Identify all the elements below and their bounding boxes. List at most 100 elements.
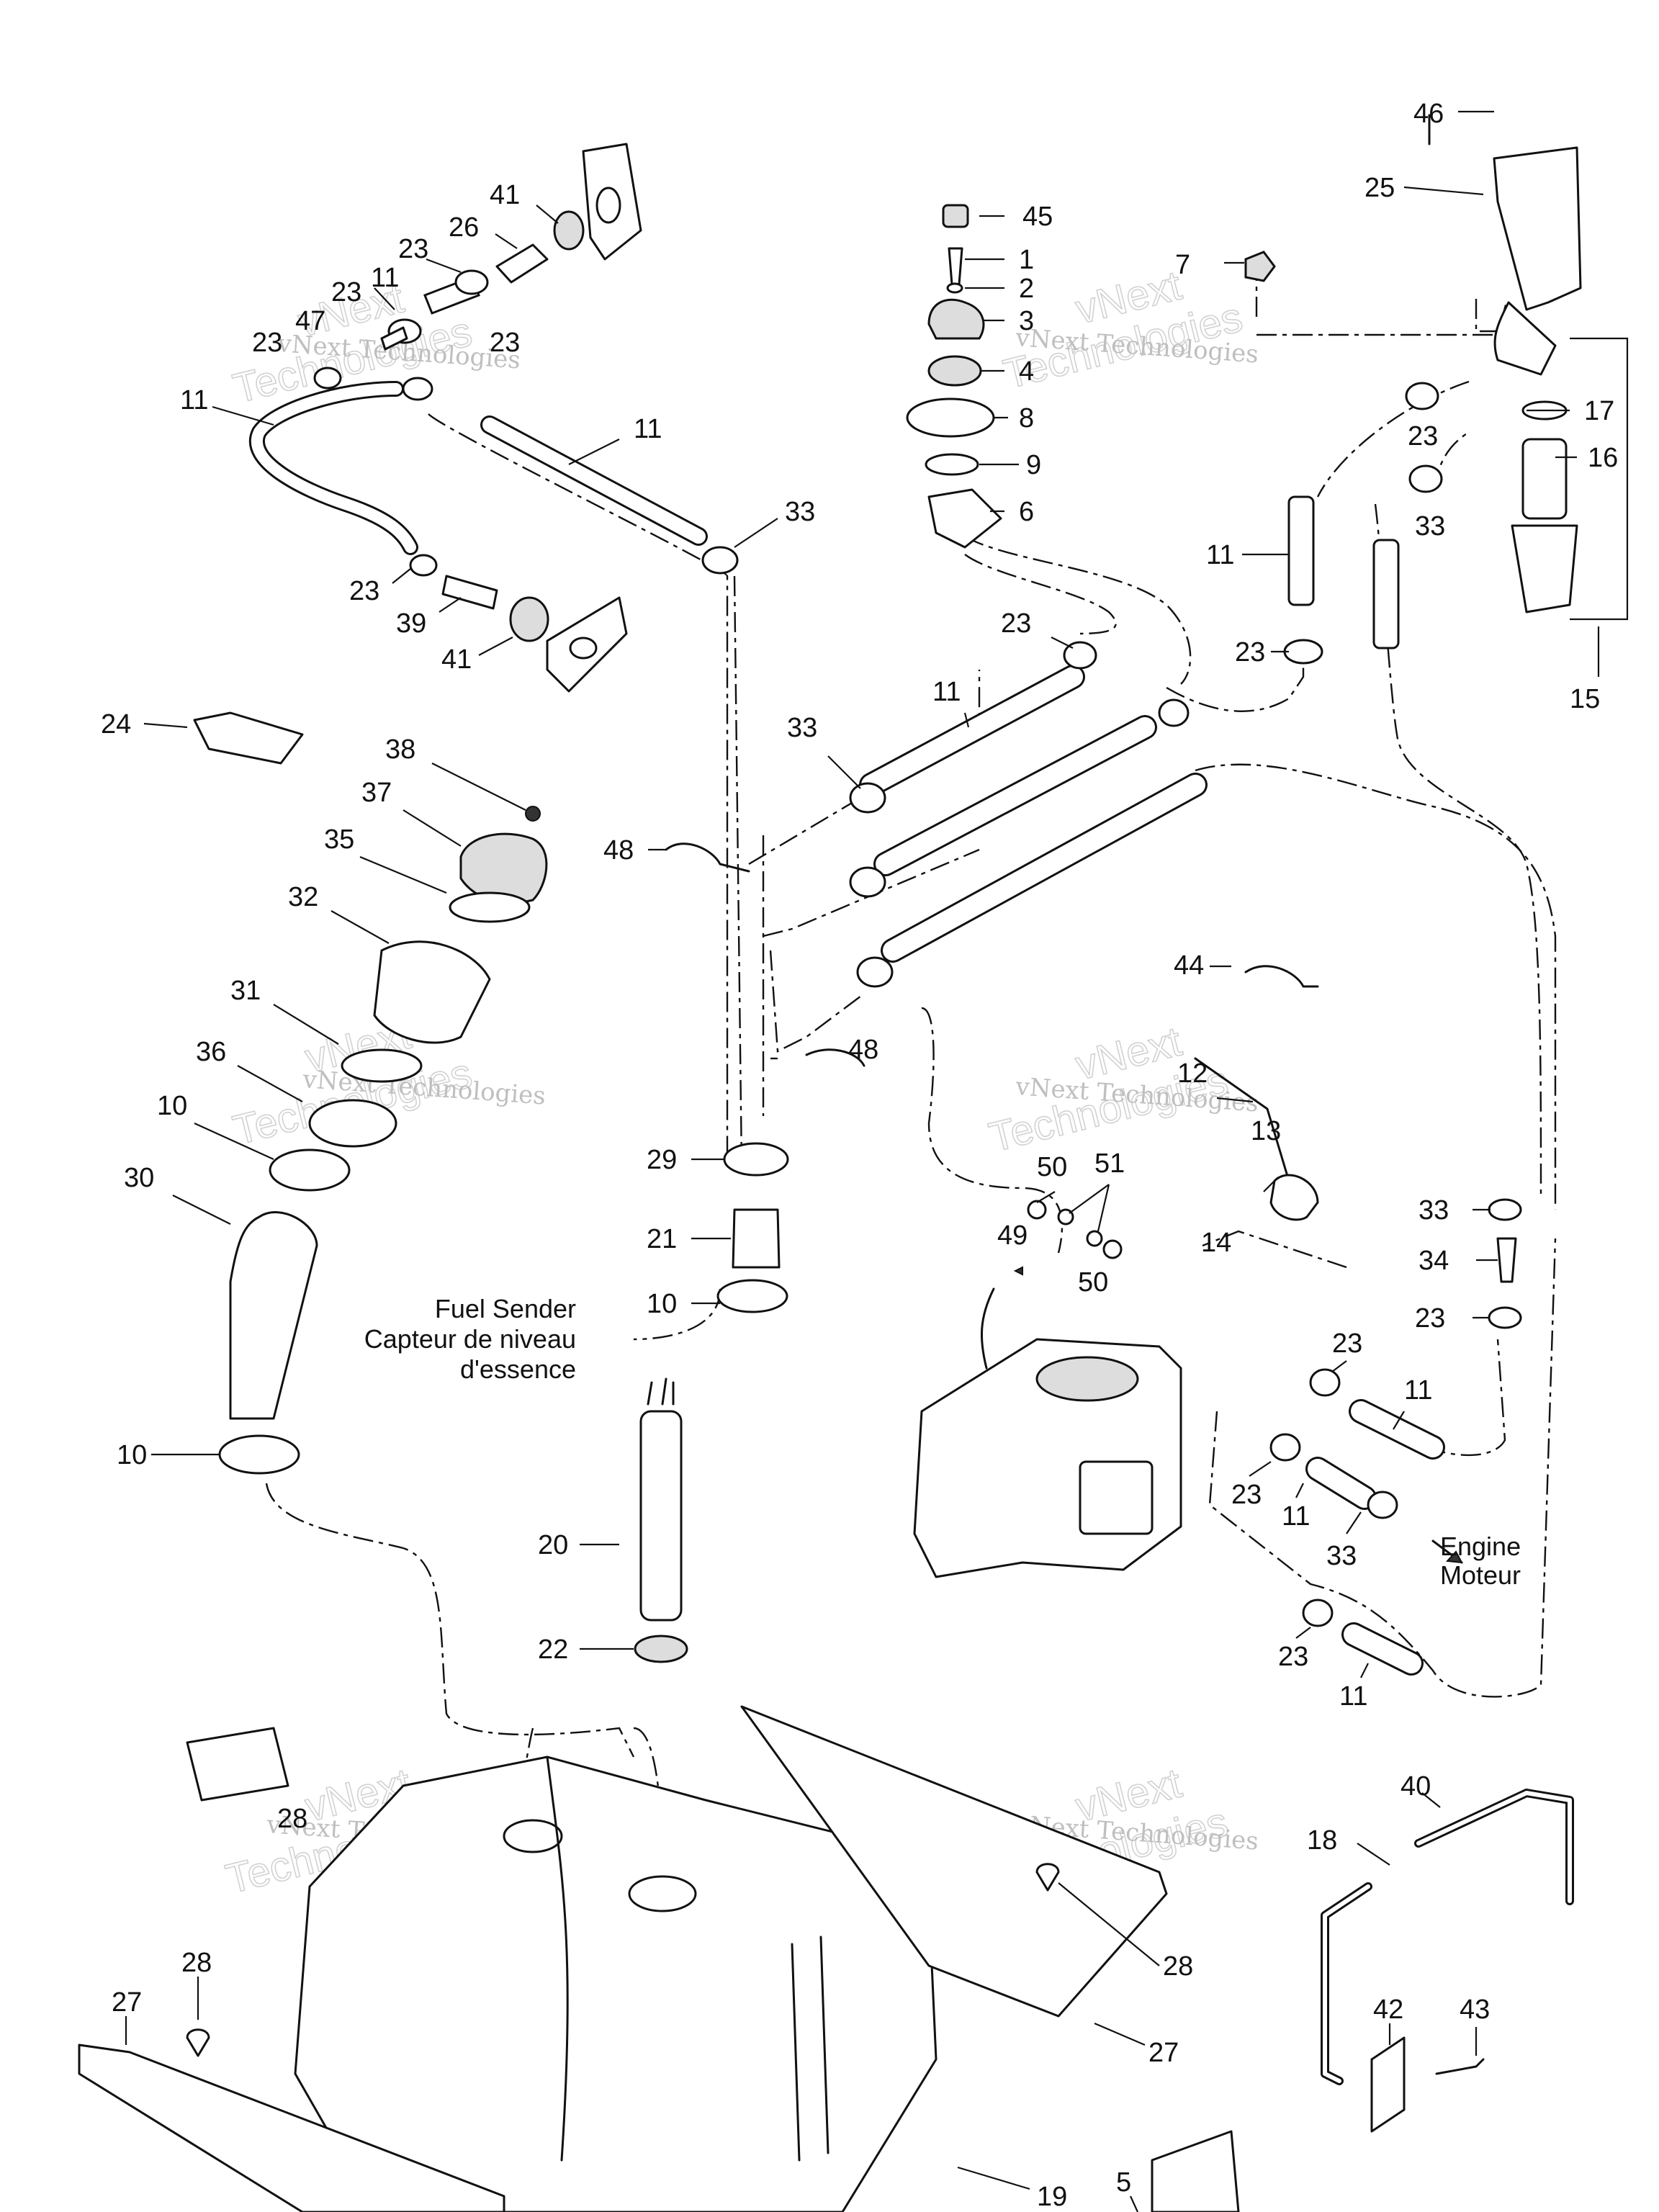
callout-15: 15 bbox=[1570, 684, 1600, 714]
strap-18 bbox=[1321, 1882, 1372, 2085]
callout-32: 32 bbox=[288, 882, 318, 912]
engine-arrowhead bbox=[1445, 1550, 1463, 1564]
callout-23: 23 bbox=[1001, 608, 1031, 639]
callout-11: 11 bbox=[1206, 540, 1234, 570]
callout-34: 34 bbox=[1419, 1246, 1449, 1276]
hose-11-bent-inner bbox=[251, 383, 416, 553]
clamp-clamp bbox=[856, 956, 894, 988]
callout-16: 16 bbox=[1588, 443, 1618, 473]
callout-46: 46 bbox=[1413, 99, 1444, 129]
callout-11: 11 bbox=[371, 263, 399, 293]
mounting-plate-hole bbox=[595, 186, 621, 224]
fuel-sender-20 bbox=[639, 1410, 683, 1622]
callout-40: 40 bbox=[1401, 1771, 1431, 1802]
tie-wrap-48 bbox=[805, 1048, 866, 1067]
mounting-plate bbox=[546, 596, 628, 693]
clamp-23 bbox=[1488, 1306, 1522, 1329]
callout-23: 23 bbox=[252, 328, 282, 358]
callout-19: 19 bbox=[1037, 2182, 1067, 2212]
ring-31 bbox=[341, 1048, 423, 1083]
leader-line bbox=[1249, 1461, 1272, 1477]
mounting-plate bbox=[582, 143, 642, 261]
callout-47: 47 bbox=[295, 306, 325, 336]
screw-1 bbox=[948, 247, 963, 286]
leader-line bbox=[143, 722, 188, 729]
leader-line bbox=[212, 405, 274, 426]
leader-line bbox=[1036, 1191, 1056, 1203]
clamp-23 bbox=[1063, 641, 1097, 670]
callout-23: 23 bbox=[331, 277, 361, 307]
callout-41: 41 bbox=[441, 644, 472, 675]
watermark-mid-right: vNext Technologies vNext Technologies bbox=[984, 1017, 1259, 1162]
leader-line bbox=[1331, 1360, 1347, 1372]
screw-28 bbox=[1035, 1863, 1060, 1892]
valve-6 bbox=[927, 488, 1002, 549]
tie-wrap-48 bbox=[665, 842, 750, 873]
callout-27: 27 bbox=[1148, 2038, 1179, 2068]
leader-line bbox=[1263, 1177, 1279, 1192]
carburetor-pump bbox=[1079, 1460, 1154, 1535]
nut-36 bbox=[308, 1099, 397, 1148]
leader-line bbox=[1360, 1663, 1369, 1678]
callout-11: 11 bbox=[634, 414, 662, 444]
callout-labels: 46 25 7 45 1 2 3 4 8 9 6 41 26 23 11 23 … bbox=[101, 99, 1618, 2212]
fitting-47 bbox=[380, 326, 408, 351]
callout-11: 11 bbox=[932, 677, 961, 707]
callout-3: 3 bbox=[1019, 306, 1034, 336]
leader-line bbox=[1094, 2022, 1146, 2046]
hose-11-inner bbox=[861, 667, 1083, 795]
grommet-41 bbox=[553, 210, 585, 251]
callout-23: 23 bbox=[349, 576, 379, 606]
callout-23: 23 bbox=[490, 328, 520, 358]
plug-38 bbox=[525, 806, 541, 822]
callout-29: 29 bbox=[647, 1145, 677, 1175]
leader-line bbox=[1393, 1411, 1405, 1430]
leader-line bbox=[1357, 1843, 1390, 1866]
callout-6: 6 bbox=[1019, 497, 1034, 527]
hose-11-inner bbox=[1308, 1459, 1375, 1508]
plate-8 bbox=[906, 397, 995, 438]
tank-ridge bbox=[546, 1755, 569, 2162]
leader-line bbox=[1403, 186, 1484, 196]
hose-11-inner bbox=[1344, 1624, 1421, 1673]
fitting-39 bbox=[441, 575, 498, 610]
washer-51 bbox=[1086, 1230, 1103, 1247]
callout-11: 11 bbox=[1404, 1375, 1432, 1406]
callout-33: 33 bbox=[1326, 1541, 1357, 1571]
routing-line bbox=[1256, 302, 1508, 336]
filter-bowl bbox=[1511, 524, 1578, 613]
leader-line bbox=[1051, 637, 1074, 649]
callout-42: 42 bbox=[1373, 1995, 1403, 2025]
routing-line bbox=[1316, 380, 1470, 498]
cable-12 bbox=[1194, 1057, 1290, 1182]
clip-24 bbox=[193, 711, 304, 765]
leader-line bbox=[1129, 2195, 1139, 2212]
clamp-33 bbox=[849, 782, 886, 814]
clip-42 bbox=[1370, 2036, 1406, 2133]
routing-line bbox=[733, 575, 743, 1167]
callout-18: 18 bbox=[1307, 1825, 1337, 1856]
grommet-41 bbox=[509, 596, 549, 642]
engine-note-line: Moteur bbox=[1440, 1560, 1521, 1590]
routing-line bbox=[517, 1727, 534, 1815]
leader-line bbox=[331, 910, 390, 944]
filter-16 bbox=[1521, 438, 1568, 520]
callout-38: 38 bbox=[385, 734, 415, 765]
strap-40-inner bbox=[1416, 1791, 1572, 1903]
gasket-22 bbox=[634, 1635, 688, 1663]
callout-33: 33 bbox=[1415, 511, 1445, 541]
leader-line bbox=[431, 763, 526, 811]
clamp-23 bbox=[1405, 382, 1439, 410]
bracket-5 bbox=[1151, 2130, 1240, 2212]
callout-22: 22 bbox=[538, 1635, 568, 1665]
routing-line bbox=[964, 535, 1192, 685]
knob-3 bbox=[927, 298, 985, 340]
callout-48: 48 bbox=[603, 835, 634, 866]
leader-line bbox=[1295, 1627, 1311, 1639]
tank-neck bbox=[628, 1875, 697, 1912]
pin-49 bbox=[1013, 1266, 1023, 1276]
fuel-sender-note: Fuel Sender Capteur de niveau d'essence bbox=[364, 1294, 576, 1384]
leader-line bbox=[1421, 1792, 1441, 1808]
strap-18-inner bbox=[1323, 1884, 1370, 2083]
